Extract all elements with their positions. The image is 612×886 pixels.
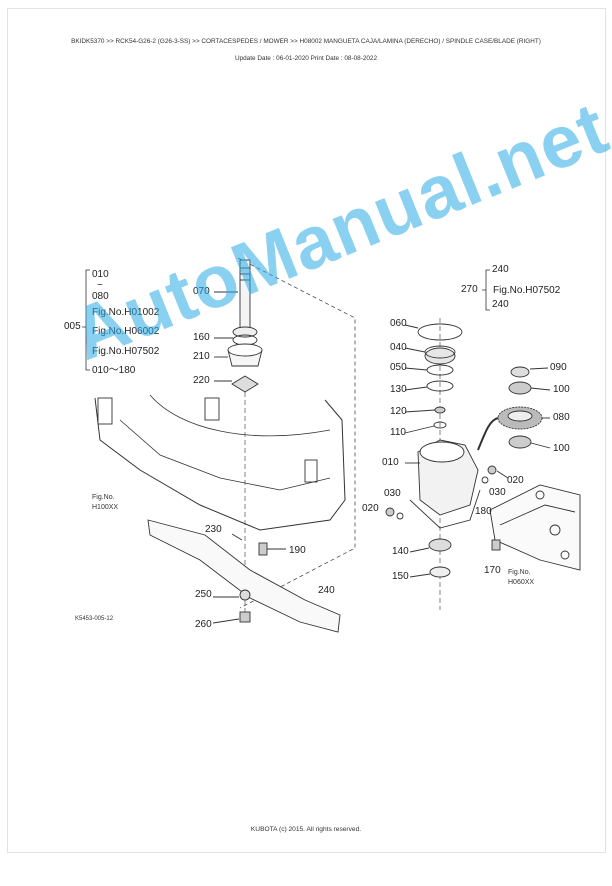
part-220: 220 xyxy=(193,375,210,386)
part-120: 120 xyxy=(390,406,407,417)
left-fig-2: Fig.No.H06002 xyxy=(92,326,160,337)
date-line: Update Date : 06-01-2020 Print Date : 08… xyxy=(234,55,378,62)
part-090: 090 xyxy=(550,362,567,373)
bolt-190 xyxy=(258,542,268,556)
dashed-boundary xyxy=(237,257,356,609)
bearing-040 xyxy=(424,347,456,365)
right-callout-ref: 270 xyxy=(461,284,478,295)
ring-150 xyxy=(429,566,451,578)
part-020-b: 020 xyxy=(507,475,524,486)
ring-110 xyxy=(433,421,447,429)
bearing-100a xyxy=(508,381,532,395)
fig-ref-right-line1: Fig.No. xyxy=(508,569,531,576)
washer-030b xyxy=(481,476,489,484)
part-100-b: 100 xyxy=(553,443,570,454)
part-080: 080 xyxy=(553,412,570,423)
bearing-160 xyxy=(232,326,258,338)
breadcrumb: BKIDK5370 >> RCK54-G26-2 (G26-3-SS) >> C… xyxy=(71,38,541,45)
blade-240 xyxy=(147,519,341,633)
bolt-020b xyxy=(487,465,497,475)
part-100-a: 100 xyxy=(553,384,570,395)
bearing-140 xyxy=(428,538,452,552)
part-240: 240 xyxy=(318,585,335,596)
bolt-260 xyxy=(239,611,251,623)
part-030-b: 030 xyxy=(489,487,506,498)
bearing-100b xyxy=(508,435,532,449)
left-callout-range: 010～180 xyxy=(92,365,136,376)
right-callout-fig: Fig.No.H07502 xyxy=(493,285,561,296)
part-070: 070 xyxy=(193,286,210,297)
part-180: 180 xyxy=(475,506,492,517)
part-050: 050 xyxy=(390,362,407,373)
part-190: 190 xyxy=(289,545,306,556)
bolt-020a xyxy=(385,507,395,517)
page-frame xyxy=(7,8,606,853)
left-callout-ref: 005 xyxy=(64,321,81,332)
mower-deck-outline xyxy=(94,397,346,531)
left-fig-1: Fig.No.H01002 xyxy=(92,307,160,318)
bracket-left xyxy=(82,269,90,371)
bolt-170 xyxy=(491,539,501,551)
part-150: 150 xyxy=(392,571,409,582)
washer-030a xyxy=(396,512,404,520)
part-110: 110 xyxy=(390,427,406,438)
plate-220 xyxy=(231,375,259,393)
ring-130 xyxy=(426,380,454,392)
fig-ref-left-line2: H100XX xyxy=(92,504,119,511)
part-230: 230 xyxy=(205,524,222,535)
part-260: 260 xyxy=(195,619,212,630)
ring-060 xyxy=(417,323,463,341)
part-250: 250 xyxy=(195,589,212,600)
left-fig-3: Fig.No.H07502 xyxy=(92,346,160,357)
bracket-right xyxy=(482,269,490,311)
part-160: 160 xyxy=(193,332,210,343)
left-callout-tilde: ~ xyxy=(97,280,103,291)
part-020-a: 020 xyxy=(362,503,379,514)
bearing-090 xyxy=(510,366,530,378)
part-130: 130 xyxy=(390,384,407,395)
fig-ref-right-line2: H060XX xyxy=(508,579,535,586)
ring-120 xyxy=(434,406,446,414)
part-210: 210 xyxy=(193,351,210,362)
drawing-code: K5453-005-12 xyxy=(75,616,114,622)
copyright-footer: KUBOTA (c) 2015. All rights reserved. xyxy=(250,826,362,833)
part-030-a: 030 xyxy=(384,488,401,499)
left-callout-start: 010 xyxy=(92,269,109,280)
left-callout-end: 080 xyxy=(92,291,109,302)
right-callout-top: 240 xyxy=(492,264,509,275)
part-010: 010 xyxy=(382,457,399,468)
part-170: 170 xyxy=(484,565,501,576)
washer-250 xyxy=(239,589,251,601)
part-040: 040 xyxy=(390,342,407,353)
part-060: 060 xyxy=(390,318,407,329)
fig-ref-left-line1: Fig.No. xyxy=(92,494,115,501)
part-140: 140 xyxy=(392,546,409,557)
right-callout-bottom: 240 xyxy=(492,299,509,310)
